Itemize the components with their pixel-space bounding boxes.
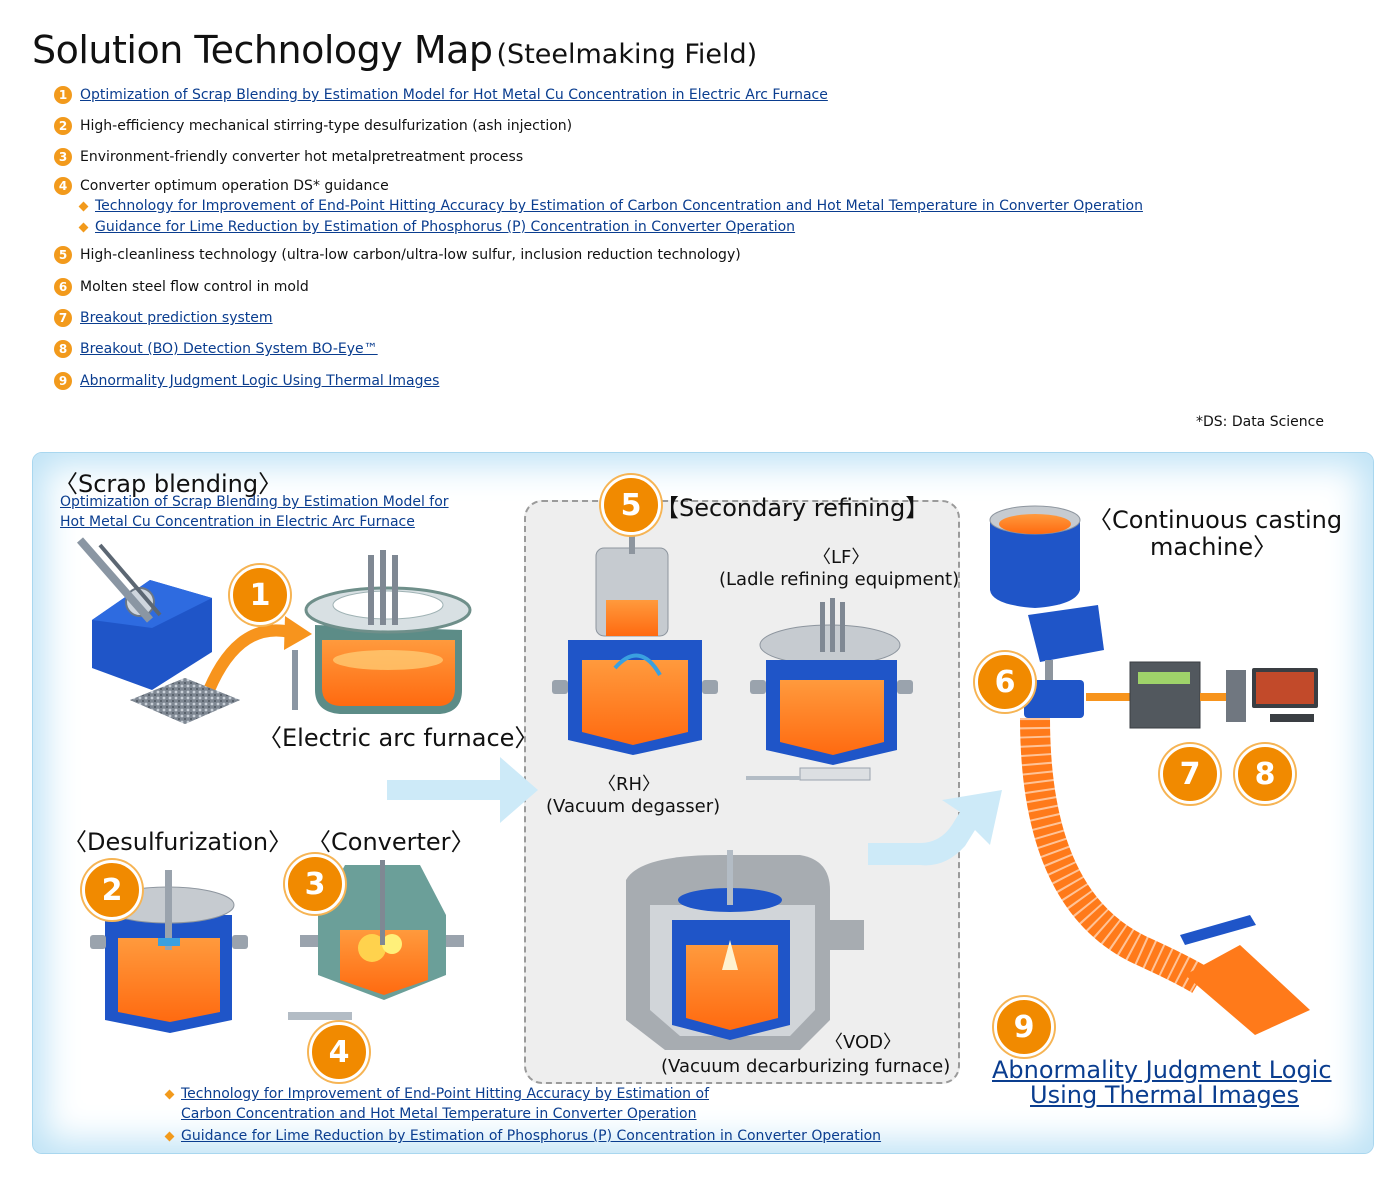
step-badge-8: 8 xyxy=(1235,744,1295,804)
list-item-7[interactable]: 7 Breakout prediction system xyxy=(54,309,273,327)
step-badge-3: 3 xyxy=(285,854,345,914)
desulfurization-label: 〈Desulfurization〉 xyxy=(63,828,293,856)
thermal-link-line1[interactable]: Abnormality Judgment Logic xyxy=(992,1056,1332,1084)
number-badge: 8 xyxy=(54,340,72,358)
list-item-8[interactable]: 8 Breakout (BO) Detection System BO-Eye™ xyxy=(54,340,378,358)
list-item-9[interactable]: 9 Abnormality Judgment Logic Using Therm… xyxy=(54,372,439,390)
page-title: Solution Technology Map(Steelmaking Fiel… xyxy=(32,28,757,72)
step-badge-6: 6 xyxy=(975,652,1035,712)
secondary-refining-label: 【Secondary refining】 xyxy=(655,494,930,522)
rh-sub-label: (Vacuum degasser) xyxy=(546,796,721,817)
ccm-label-line1: 〈Continuous casting xyxy=(1088,506,1343,534)
bottom-link-2-text[interactable]: Guidance for Lime Reduction by Estimatio… xyxy=(181,1128,882,1144)
list-text-3: Environment-friendly converter hot metal… xyxy=(80,149,524,165)
list-subitem-4b[interactable]: Guidance for Lime Reduction by Estimatio… xyxy=(78,219,796,235)
bottom-link-2[interactable]: Guidance for Lime Reduction by Estimatio… xyxy=(164,1128,882,1144)
scrap-link-line1[interactable]: Optimization of Scrap Blending by Estima… xyxy=(60,494,449,510)
list-item-1[interactable]: 1 Optimization of Scrap Blending by Esti… xyxy=(54,86,828,104)
lf-sub-label: (Ladle refining equipment) xyxy=(719,569,960,590)
footnote: *DS: Data Science xyxy=(1196,414,1324,430)
list-sublink-4a[interactable]: Technology for Improvement of End-Point … xyxy=(95,198,1143,214)
list-link-1[interactable]: Optimization of Scrap Blending by Estima… xyxy=(80,87,828,103)
list-text-2: High-efficiency mechanical stirring-type… xyxy=(80,118,573,134)
flow-arrow-to-casting xyxy=(868,790,1002,866)
converter-label: 〈Converter〉 xyxy=(307,828,475,856)
vod-sub-label: (Vacuum decarburizing furnace) xyxy=(661,1056,951,1077)
bottom-link-1-line2[interactable]: Carbon Concentration and Hot Metal Tempe… xyxy=(181,1106,697,1122)
number-badge: 7 xyxy=(54,309,72,327)
list-item-6: 6 Molten steel flow control in mold xyxy=(54,278,309,296)
diamond-bullet-icon xyxy=(164,1131,175,1141)
scrap-bucket-icon xyxy=(76,537,240,724)
lf-ladle-icon xyxy=(746,598,913,781)
thermal-link-line2[interactable]: Using Thermal Images xyxy=(1030,1081,1299,1109)
list-text-5: High-cleanliness technology (ultra-low c… xyxy=(80,247,741,263)
continuous-casting-machine-icon xyxy=(989,505,1310,1035)
bottom-link-1[interactable]: Technology for Improvement of End-Point … xyxy=(164,1086,709,1102)
list-subitem-4a[interactable]: Technology for Improvement of End-Point … xyxy=(78,198,1143,214)
bottom-link-1-line1[interactable]: Technology for Improvement of End-Point … xyxy=(181,1086,709,1102)
step-badge-2: 2 xyxy=(82,860,142,920)
number-badge: 9 xyxy=(54,372,72,390)
number-badge: 6 xyxy=(54,278,72,296)
flow-arrow-to-refining xyxy=(387,757,538,823)
rh-label: 〈RH〉 xyxy=(598,774,661,795)
number-badge: 1 xyxy=(54,86,72,104)
list-link-9[interactable]: Abnormality Judgment Logic Using Thermal… xyxy=(80,373,440,389)
number-badge: 4 xyxy=(54,177,72,195)
vod-label: 〈VOD〉 xyxy=(825,1032,902,1053)
control-system-icon xyxy=(1086,661,1318,729)
title-sub: (Steelmaking Field) xyxy=(496,39,758,70)
list-item-4: 4 Converter optimum operation DS* guidan… xyxy=(54,177,389,195)
list-item-2: 2 High-efficiency mechanical stirring-ty… xyxy=(54,117,572,135)
list-item-3: 3 Environment-friendly converter hot met… xyxy=(54,148,523,166)
eaf-label: 〈Electric arc furnace〉 xyxy=(258,724,539,752)
step-badge-9: 9 xyxy=(994,997,1054,1057)
step-badge-4: 4 xyxy=(309,1022,369,1082)
electric-arc-furnace-icon xyxy=(292,550,472,714)
converter-icon xyxy=(288,860,464,1020)
step-badge-5: 5 xyxy=(601,475,661,535)
diamond-bullet-icon xyxy=(164,1089,175,1099)
number-badge: 3 xyxy=(54,148,72,166)
list-text-4: Converter optimum operation DS* guidance xyxy=(80,178,389,194)
step-badge-1: 1 xyxy=(230,565,290,625)
ccm-label-line2: machine〉 xyxy=(1150,533,1278,561)
number-badge: 5 xyxy=(54,246,72,264)
step-badge-7: 7 xyxy=(1160,744,1220,804)
solution-list: 1 Optimization of Scrap Blending by Esti… xyxy=(0,0,1400,440)
list-text-6: Molten steel flow control in mold xyxy=(80,279,309,295)
number-badge: 2 xyxy=(54,117,72,135)
list-sublink-4b[interactable]: Guidance for Lime Reduction by Estimatio… xyxy=(95,219,796,235)
title-main: Solution Technology Map xyxy=(32,28,493,72)
scrap-blending-label: 〈Scrap blending〉 xyxy=(54,470,283,498)
vod-furnace-icon xyxy=(626,850,864,1050)
lf-label: 〈LF〉 xyxy=(813,547,870,568)
list-item-5: 5 High-cleanliness technology (ultra-low… xyxy=(54,246,741,264)
list-link-8[interactable]: Breakout (BO) Detection System BO-Eye™ xyxy=(80,341,378,357)
scrap-link-line2[interactable]: Hot Metal Cu Concentration in Electric A… xyxy=(60,514,415,530)
rh-vacuum-degasser-icon xyxy=(552,520,718,755)
list-link-7[interactable]: Breakout prediction system xyxy=(80,310,273,326)
scrap-to-eaf-arrow xyxy=(199,616,312,703)
